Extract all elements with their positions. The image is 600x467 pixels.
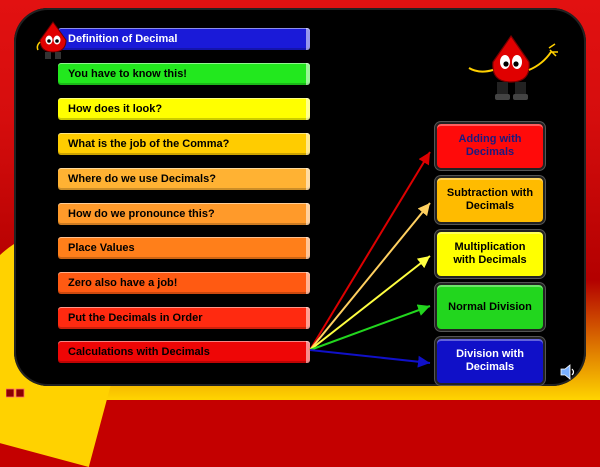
speaker-icon[interactable] xyxy=(560,364,578,380)
button-adding-decimals[interactable]: Adding with Decimals xyxy=(435,122,545,170)
button-subtraction-decimals[interactable]: Subtraction with Decimals xyxy=(435,176,545,224)
navigation-icon[interactable] xyxy=(6,388,26,398)
menu-item-order[interactable]: Put the Decimals in Order xyxy=(58,307,310,329)
button-division-decimals[interactable]: Division with Decimals xyxy=(435,337,545,385)
button-normal-division-label: Normal Division xyxy=(448,300,532,313)
button-normal-division[interactable]: Normal Division xyxy=(435,283,545,331)
button-multiplication-decimals-label: Multiplication with Decimals xyxy=(453,241,527,266)
mascot-icon xyxy=(468,34,558,100)
mascot-icon xyxy=(36,21,67,59)
arrow-division-decimals xyxy=(309,349,431,368)
menu-item-where-use[interactable]: Where do we use Decimals? xyxy=(58,168,310,190)
button-adding-decimals-label: Adding with Decimals xyxy=(458,133,522,158)
arrow-subtraction xyxy=(309,202,431,351)
arrow-multiplication xyxy=(309,255,431,351)
button-multiplication-decimals[interactable]: Multiplication with Decimals xyxy=(435,230,545,278)
menu-item-definition[interactable]: Definition of Decimal xyxy=(58,28,310,50)
arrow-adding xyxy=(309,151,431,351)
button-subtraction-decimals-label: Subtraction with Decimals xyxy=(446,187,534,212)
button-division-decimals-label: Division with Decimals xyxy=(456,348,524,373)
arrows xyxy=(309,151,431,368)
menu-item-how-look[interactable]: How does it look? xyxy=(58,98,310,120)
menu-item-know-this[interactable]: You have to know this! xyxy=(58,63,310,85)
menu-item-place-values[interactable]: Place Values xyxy=(58,237,310,259)
menu-item-comma[interactable]: What is the job of the Comma? xyxy=(58,133,310,155)
menu-item-zero[interactable]: Zero also have a job! xyxy=(58,272,310,294)
menu-item-calculations[interactable]: Calculations with Decimals xyxy=(58,341,310,363)
arrow-normal-division xyxy=(309,304,431,351)
menu-item-pronounce[interactable]: How do we pronounce this? xyxy=(58,203,310,225)
